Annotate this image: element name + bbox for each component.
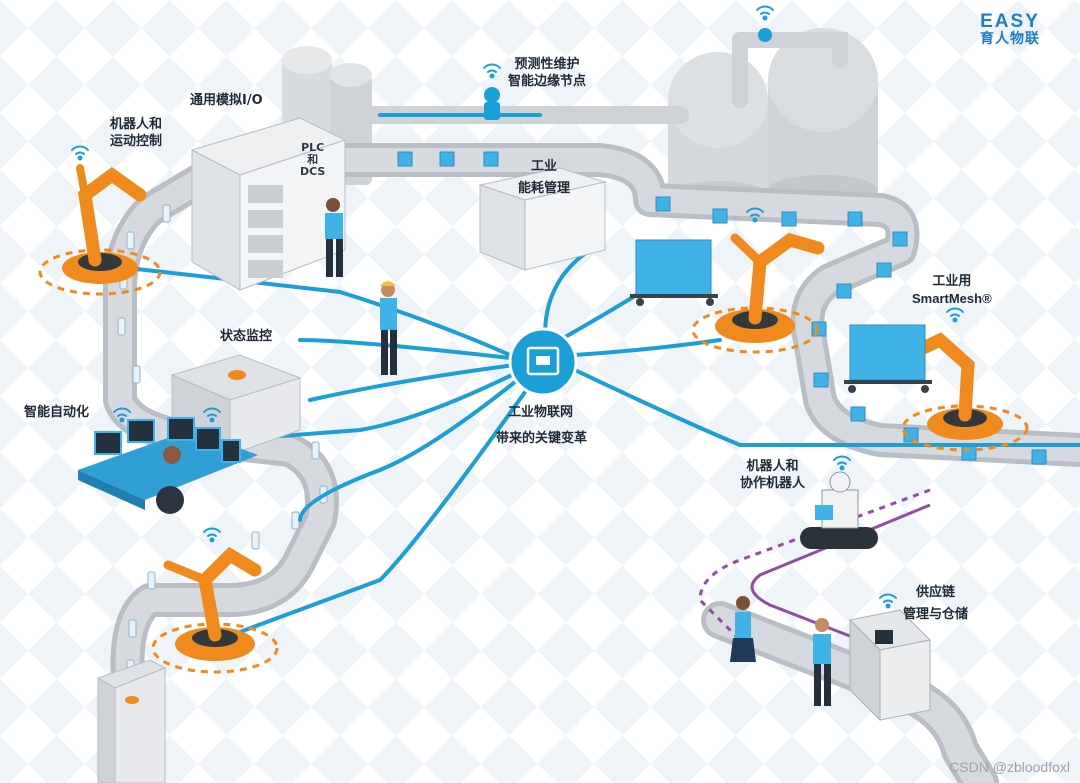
label-energy-line1: 工业 [531,159,558,174]
label-cobot: 机器人和 协作机器人 [740,458,805,492]
label-cobot-line2: 协作机器人 [740,476,806,491]
label-supply-line1: 供应链 [916,585,956,600]
energy-unit [478,167,607,271]
label-supply-chain: 供应链 管理与仓储 [903,584,968,623]
label-smart-automation: 智能自动化 [24,405,90,420]
label-smartmesh: 工业用 SmartMesh® [912,273,992,307]
control-desk [78,417,258,514]
supply-chain-path [698,488,931,642]
label-robot-motion-line1: 机器人和 [110,117,163,132]
brand-logo-en: EASY [980,11,1040,32]
label-smartmesh-line2: SmartMesh® [912,291,992,306]
packing-machine [848,609,932,722]
workers [325,198,831,706]
label-predictive-line2: 智能边缘节点 [508,74,587,89]
label-energy-management: 工业 能耗管理 [518,158,570,197]
label-robot-motion-line2: 运动控制 [110,134,163,149]
plc-dcs-cabinet [190,117,347,291]
edge-sensor-icon [484,28,772,120]
network-links [126,113,1080,634]
plc-dcs-label: PLC 和 DCS [300,142,325,178]
box-cart-right [844,324,932,393]
bottom-machine [96,659,167,783]
label-robot-motion: 机器人和 运动控制 [110,116,162,150]
hub-subtitle: 带来的关键变革 [496,431,588,446]
robot-arm-bottom [151,546,279,674]
watermark: CSDN @zbloodfoxl [949,759,1070,775]
label-cobot-line1: 机器人和 [746,459,799,474]
cobot-robot [800,471,878,549]
brand-logo-cn: 育人物联 [980,30,1040,46]
label-status-monitoring: 状态监控 [220,329,273,344]
label-analog-io: 通用模拟I/O [190,93,263,108]
rack-and-text: 和 [307,153,319,166]
brand-logo: EASY 育人物联 [980,11,1040,46]
conveyor-boxes [397,151,1047,465]
worker-plc [325,198,343,277]
worker-packing [813,618,831,706]
label-predictive-maintenance: 预测性维护 智能边缘节点 [508,56,586,90]
rack-plc-text: PLC [301,141,325,154]
worker-woman [730,596,756,662]
label-supply-line2: 管理与仓储 [903,607,969,622]
label-predictive-line1: 预测性维护 [514,57,580,72]
iiot-hub-icon [508,327,578,397]
robot-arm-right [901,332,1029,452]
label-energy-line2: 能耗管理 [518,181,571,196]
robot-arm-middle [691,232,825,354]
rack-dcs-text: DCS [300,165,326,178]
label-smartmesh-line1: 工业用 [932,274,972,289]
robot-arm-left [38,164,162,296]
hub-title: 工业物联网 [508,405,574,420]
box-cart-left [630,239,718,306]
wifi-icon [71,5,964,609]
worker-center [380,281,397,375]
